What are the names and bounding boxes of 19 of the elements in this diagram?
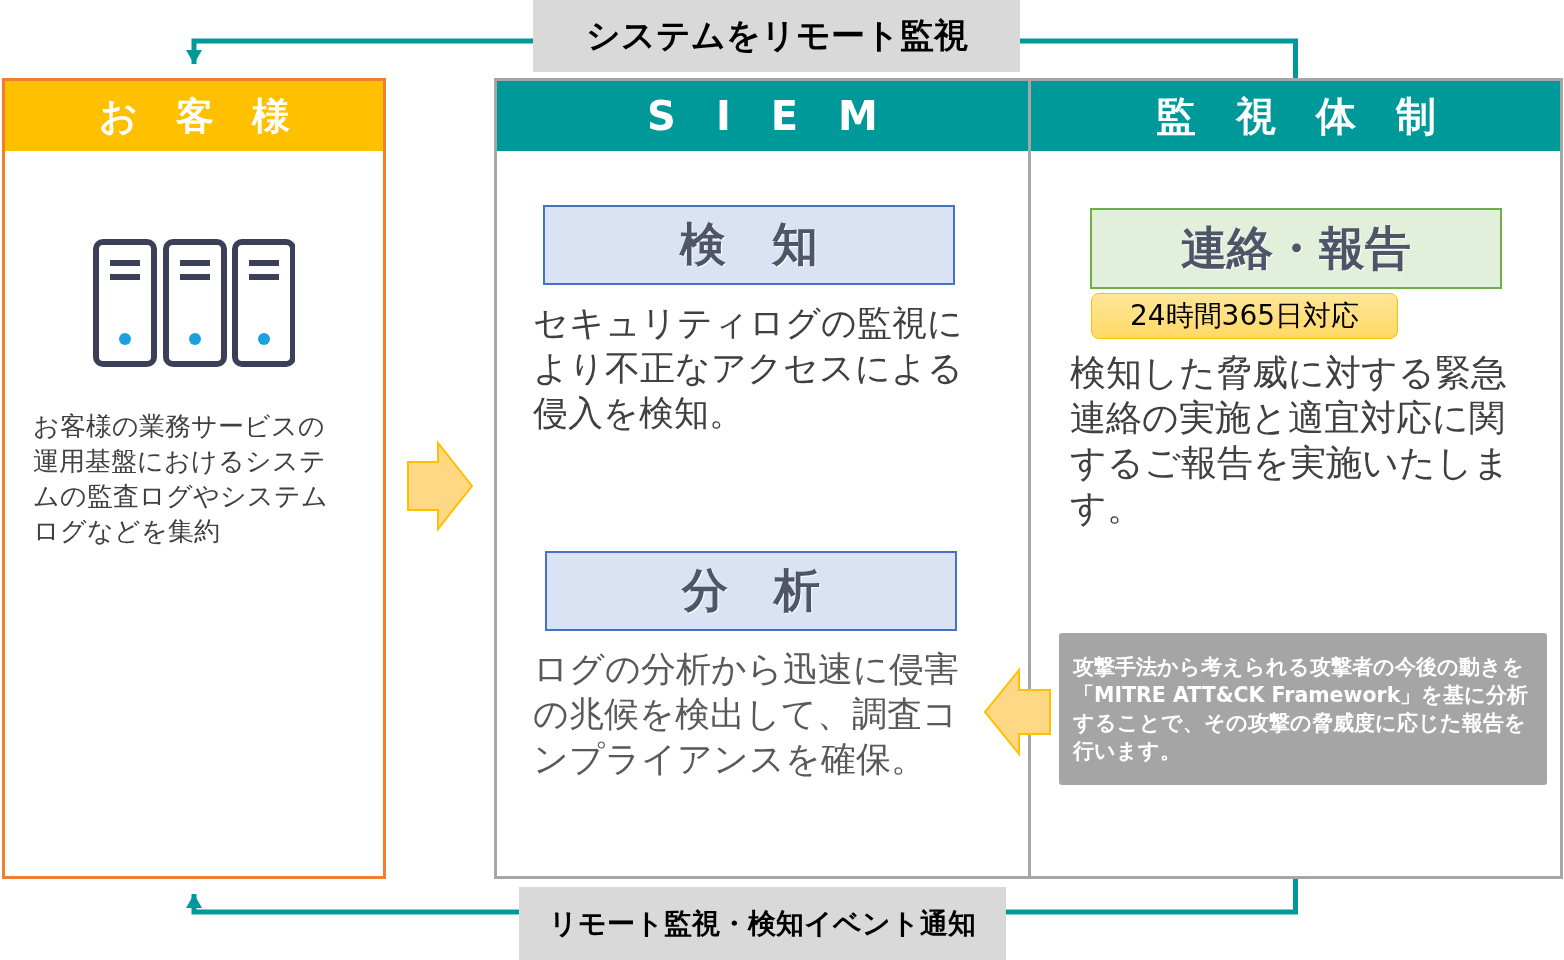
- edge-label: リモート監視・検知イベント通知: [519, 887, 1006, 960]
- description-text: セキュリティログの監視により不正なアクセスによる侵入を検知。: [533, 302, 964, 435]
- panel-header: お 客 様: [5, 81, 383, 151]
- panel: [2, 78, 386, 879]
- edge-label: システムをリモート監視: [533, 0, 1020, 72]
- note-box: 攻撃手法から考えられる攻撃者の今後の動きを「MITRE ATT&CK Framework」を基に分析することで、その攻撃の脅威度に応じた報告を行います。: [1059, 633, 1547, 785]
- description-text: お客様の業務サービスの運用基盤におけるシステムの監査ログやシステムログなどを集約: [33, 410, 329, 548]
- description-text: 検知した脅威に対する緊急連絡の実施と適宜対応に関するご報告を実施いたします。: [1070, 351, 1511, 530]
- panel-header: 監 視 体 制: [1031, 81, 1560, 151]
- panel: [1028, 78, 1563, 879]
- heading-box: 分 析: [545, 551, 957, 631]
- panel-header: S I E M: [497, 81, 1028, 151]
- heading-box: 連絡・報告: [1090, 208, 1502, 289]
- heading-box: 検 知: [543, 205, 955, 285]
- description-text: ログの分析から迅速に侵害の兆候を検出して、調査コンプライアンスを確保。: [533, 648, 960, 781]
- panel: [494, 78, 1031, 879]
- block-arrow: [983, 667, 1051, 757]
- block-arrow: [407, 440, 474, 532]
- tag-label: 24時間365日対応: [1091, 293, 1398, 339]
